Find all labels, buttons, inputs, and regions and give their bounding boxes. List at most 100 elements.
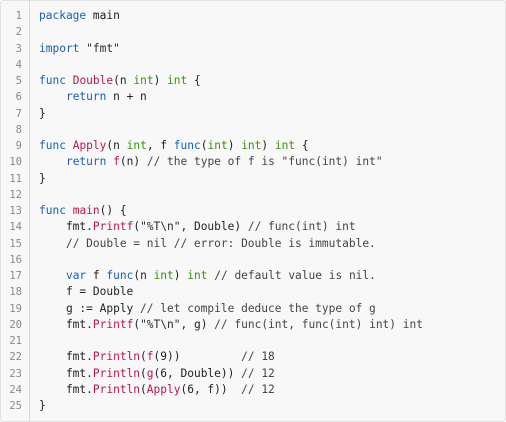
code-token: // default value is nil.: [214, 269, 376, 282]
code-token: int: [207, 139, 228, 152]
code-token: ): [261, 139, 275, 152]
line-number: 10: [9, 156, 22, 169]
code-line[interactable]: 18 f = Double: [1, 284, 505, 300]
line-number: 25: [9, 400, 22, 412]
code-token: [39, 90, 66, 103]
code-token: (: [200, 139, 208, 152]
code-token: (n): [119, 155, 147, 169]
line-number: 11: [9, 172, 22, 185]
code-token: Printf: [92, 317, 134, 331]
line-number: 23: [9, 367, 22, 380]
line-number: 14: [9, 221, 22, 234]
code-token: (6, Double)): [153, 366, 242, 380]
code-line[interactable]: 17 var f func(n int) int // default valu…: [1, 268, 505, 284]
line-number: 19: [9, 302, 22, 315]
code-token: int: [167, 74, 188, 87]
code-token: // func(int, func(int) int) int: [214, 317, 423, 331]
code-token: Double: [72, 74, 114, 87]
code-line[interactable]: 12: [1, 187, 505, 203]
code-text: fmt.Printf("%T\n", Double) // func(int) …: [39, 219, 356, 235]
line-number: 6: [15, 91, 22, 104]
code-line[interactable]: 1 package main: [1, 8, 505, 24]
code-token: // 18: [241, 350, 275, 364]
code-token: }: [39, 171, 46, 185]
code-token: // the type of f is "func(int) int": [146, 155, 383, 169]
code-token: import: [39, 41, 80, 55]
code-token: (9)): [153, 350, 242, 364]
code-line[interactable]: 7}: [1, 106, 505, 122]
code-text: f = Double: [39, 284, 133, 300]
code-line[interactable]: 11}: [1, 171, 505, 187]
code-line[interactable]: 15 // Double = nil // error: Double is i…: [1, 236, 505, 252]
code-token: func: [39, 74, 66, 87]
code-line[interactable]: 10 return f(n) // the type of f is "func…: [1, 154, 505, 170]
code-token: Println: [92, 382, 141, 396]
code-token: int: [153, 269, 174, 282]
code-token: int: [274, 139, 296, 152]
code-token: fmt.: [39, 350, 93, 364]
code-text: return n + n: [39, 89, 147, 105]
code-token: Println: [92, 350, 141, 364]
code-text: func Double(n int) int {: [39, 73, 201, 89]
code-token: , g): [180, 317, 215, 331]
code-line[interactable]: 5 func Double(n int) int {: [1, 73, 505, 89]
line-number: 5: [15, 75, 22, 87]
code-line[interactable]: 19 g := Apply // let compile deduce the …: [1, 301, 505, 317]
code-token: int: [133, 74, 154, 87]
code-token: func: [39, 139, 66, 152]
code-token: [66, 74, 73, 87]
line-number: 20: [9, 318, 22, 331]
code-token: f: [86, 269, 107, 282]
code-token: Println: [92, 366, 141, 380]
code-line[interactable]: 6 return n + n: [1, 89, 505, 105]
line-number: 18: [9, 286, 22, 299]
code-token: , f: [146, 139, 174, 152]
code-token: [39, 155, 66, 168]
code-line[interactable]: 14 fmt.Printf("%T\n", Double) // func(in…: [1, 219, 505, 235]
code-token: {: [187, 74, 201, 87]
code-token: [66, 204, 73, 217]
code-token: package: [39, 9, 87, 22]
code-line[interactable]: 4: [1, 57, 505, 73]
code-token: {: [295, 139, 309, 152]
code-token: }: [39, 106, 46, 120]
code-line[interactable]: 21: [1, 333, 505, 349]
code-token: "fmt": [86, 41, 120, 55]
code-token: return: [65, 90, 107, 104]
code-token: // 12: [241, 366, 275, 380]
code-token: (n: [133, 269, 154, 282]
code-line[interactable]: 23 fmt.Println(g(6, Double)) // 12: [1, 366, 505, 382]
code-token: f: [113, 155, 120, 169]
code-token: func: [39, 204, 66, 217]
code-token: fmt.: [39, 382, 93, 396]
code-text: package main: [39, 8, 120, 24]
code-token: // let compile deduce the type of g: [140, 301, 376, 315]
code-token: // 12: [241, 382, 275, 396]
code-text: fmt.Printf("%T\n", g) // func(int, func(…: [39, 317, 423, 333]
line-number: 22: [9, 351, 22, 364]
code-line[interactable]: 2: [1, 24, 505, 40]
code-token: func: [106, 269, 134, 282]
code-text: }: [39, 171, 46, 187]
code-token: [66, 139, 73, 152]
code-line[interactable]: 22 fmt.Println(f(9)) // 18: [1, 349, 505, 365]
code-line[interactable]: 20 fmt.Printf("%T\n", g) // func(int, fu…: [1, 317, 505, 333]
code-token: int: [187, 269, 208, 282]
code-text: fmt.Println(g(6, Double)) // 12: [39, 366, 275, 382]
code-text: fmt.Println(Apply(6, f)) // 12: [39, 382, 275, 398]
code-token: fmt.: [39, 220, 93, 234]
line-number: 7: [15, 107, 22, 120]
line-number: 1: [15, 10, 22, 22]
code-line[interactable]: 25}: [1, 398, 505, 414]
code-line[interactable]: 16: [1, 252, 505, 268]
code-token: // Double = nil // error: Double is immu…: [65, 236, 376, 250]
code-token: (: [140, 382, 147, 396]
code-line[interactable]: 8: [1, 122, 505, 138]
code-line[interactable]: 24 fmt.Println(Apply(6, f)) // 12: [1, 382, 505, 398]
code-token: [39, 237, 66, 250]
code-token: int: [241, 139, 262, 152]
